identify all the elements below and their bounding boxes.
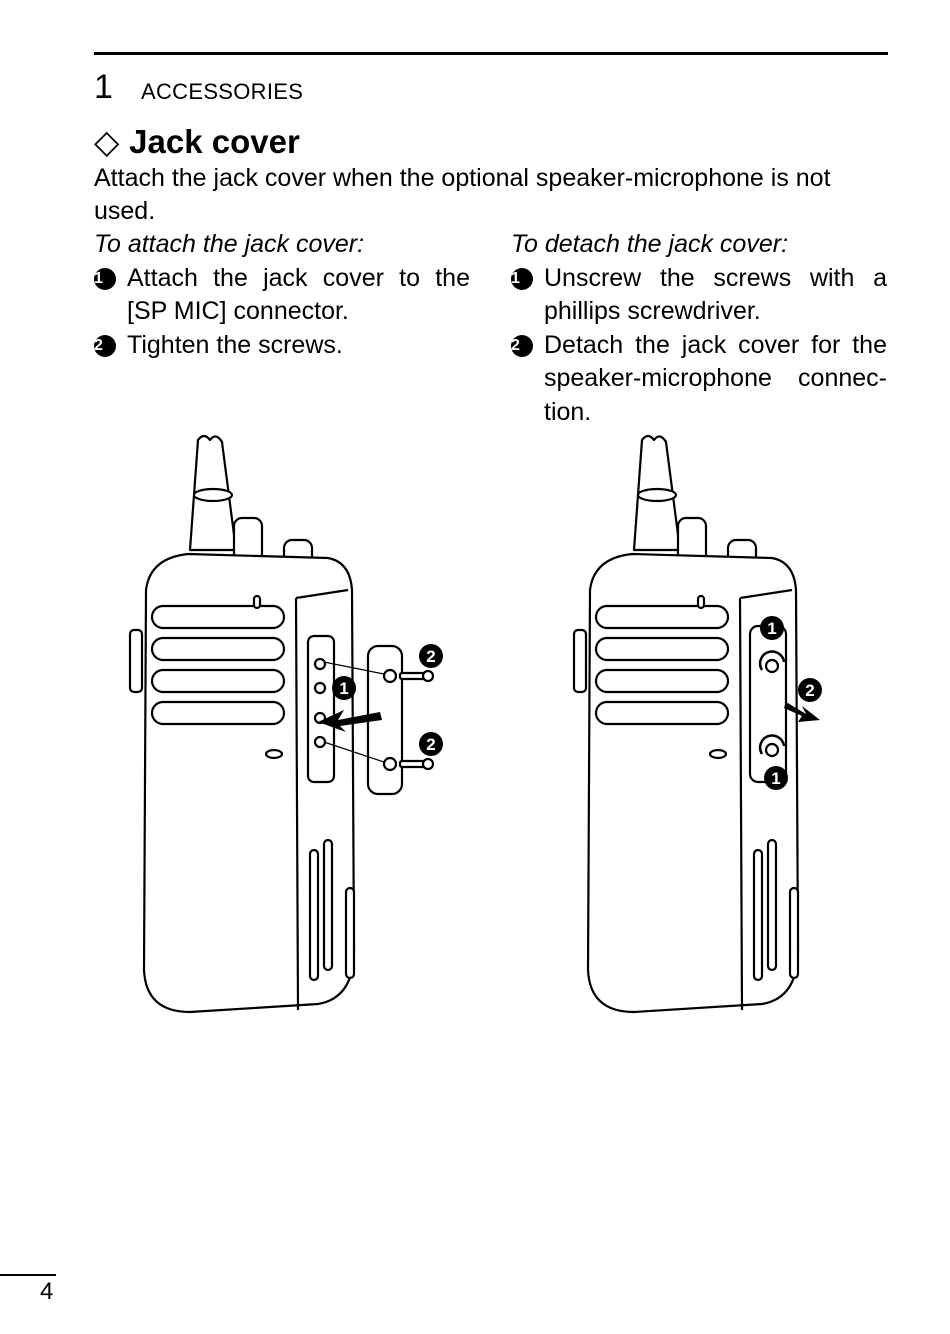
callout-badge: 1 [332,676,356,700]
callout-number: 2 [805,681,814,700]
step-text: Attach the jack cover to the [SP MIC] co… [127,263,470,326]
step-text: Unscrew the screws with a phillips screw… [544,263,887,326]
callout-badge: 2 [419,732,443,756]
attach-illustration: 2 1 2 [128,434,443,1014]
chapter-number: 1 [94,68,113,106]
callout-number: 1 [767,619,776,638]
attach-step: 1 Attach the jack cover to the [SP MIC] … [94,262,470,329]
detach-step: 1 Unscrew the screws with a phillips scr… [511,262,887,329]
callout-number: 2 [426,647,435,666]
detach-step: 2 Detach the jack cover for the speaker-… [511,329,887,430]
step-text: Detach the jack cover for the speaker-mi… [544,330,887,426]
step-number-badge: 1 [511,267,533,290]
attach-heading: To attach the jack cover: [94,230,365,258]
intro-paragraph: Attach the jack cover when the optional … [94,164,831,225]
footer-rule [0,1274,56,1276]
arrow-icon [318,710,382,732]
callout-number: 1 [771,769,780,788]
section-heading: ◇ Jack cover [94,122,300,162]
step-number-badge: 1 [94,267,116,290]
callout-badge: 1 [764,766,788,790]
attach-instructions: To attach the jack cover: 1 Attach the j… [94,228,470,362]
chapter-title: ACCESSORIES [141,79,304,104]
step-text: Tighten the screws. [127,330,343,359]
callout-number: 2 [426,735,435,754]
callout-badge: 2 [419,644,443,668]
callout-badge: 1 [760,616,784,640]
detach-illustration: 1 2 1 [572,434,822,1014]
detach-instructions: To detach the jack cover: 1 Unscrew the … [511,228,887,429]
section-title: Jack cover [129,123,300,160]
step-number-badge: 2 [94,334,116,357]
detach-heading: To detach the jack cover: [511,230,789,258]
attach-step: 2 Tighten the screws. [94,329,470,363]
step-number-badge: 2 [511,334,533,357]
callout-number: 1 [339,679,348,698]
header-rule [94,52,888,55]
jack-cover [748,624,788,784]
arrow-icon [784,702,820,722]
page-number: 4 [40,1278,54,1305]
diamond-icon: ◇ [94,123,120,160]
callout-badge: 2 [798,678,822,702]
